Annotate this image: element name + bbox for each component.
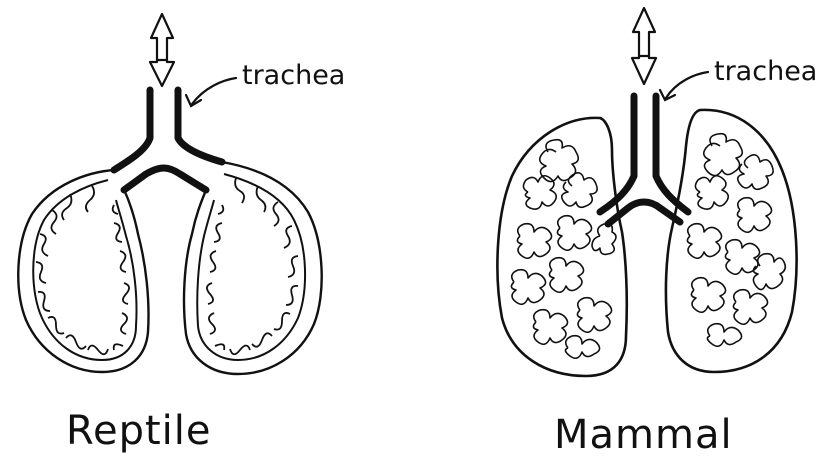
reptile-trachea-pointer-arrow-icon	[186, 78, 236, 106]
mammal-left-lung	[497, 118, 626, 376]
mammal-airflow-arrow-icon	[632, 8, 656, 84]
mammal-trachea-pointer-arrow-icon	[660, 72, 708, 100]
reptile-left-lung	[18, 170, 148, 372]
reptile-trachea	[114, 90, 222, 190]
mammal-right-lung	[666, 110, 797, 372]
reptile-airflow-arrow-icon	[150, 14, 174, 86]
mammal-right-lung-alveoli	[687, 134, 785, 347]
reptile-trachea-label: trachea	[242, 60, 345, 91]
mammal-trachea-label: trachea	[714, 56, 817, 87]
mammal-diagram: trachea Mammal	[497, 8, 817, 458]
reptile-right-lung-folds	[207, 178, 298, 354]
mammal-left-lung-alveoli	[511, 140, 616, 359]
reptile-diagram: trachea Reptile	[18, 14, 345, 454]
reptile-label: Reptile	[66, 408, 212, 454]
reptile-right-lung	[184, 162, 322, 374]
mammal-label: Mammal	[554, 412, 733, 458]
